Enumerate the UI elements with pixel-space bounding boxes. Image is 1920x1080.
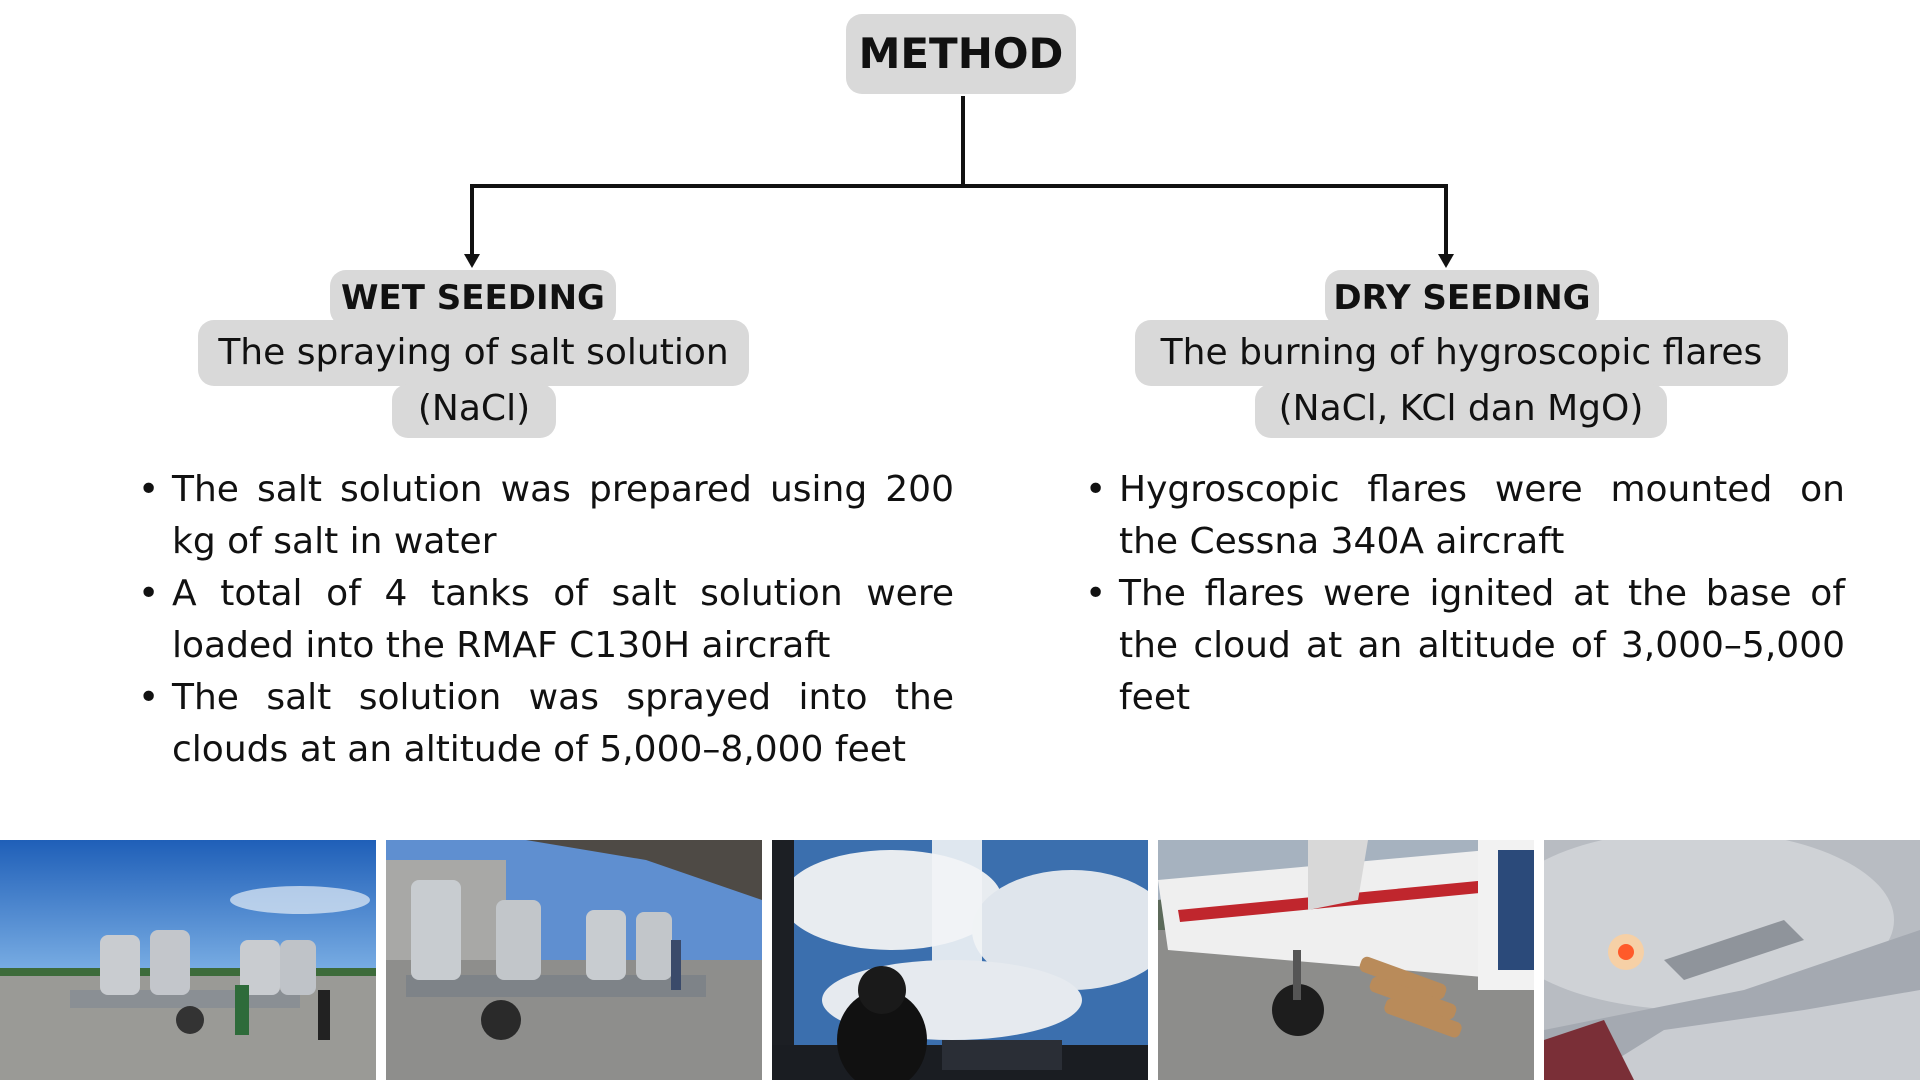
bullet-item: The salt solution was sprayed into the c… bbox=[138, 672, 954, 776]
wet-seeding-formula: (NaCl) bbox=[392, 384, 556, 438]
wet-seeding-heading: WET SEEDING bbox=[330, 270, 616, 326]
wet-seeding-description: The spraying of salt solution bbox=[198, 320, 749, 386]
arrow-dry bbox=[1438, 254, 1454, 268]
dry-seeding-formula: (NaCl, KCl dan MgO) bbox=[1255, 384, 1667, 438]
photo-strip bbox=[0, 840, 1920, 1080]
bullet-item: The flares were ignited at the base of t… bbox=[1085, 568, 1845, 724]
photo-cockpit-clouds bbox=[772, 840, 1148, 1080]
photo-tanks-under-aircraft bbox=[386, 840, 762, 1080]
bullet-item: A total of 4 tanks of salt solution were… bbox=[138, 568, 954, 672]
photo-flares-on-wing bbox=[1158, 840, 1534, 1080]
dry-seeding-heading: DRY SEEDING bbox=[1325, 270, 1599, 326]
bullet-item: The salt solution was prepared using 200… bbox=[138, 464, 954, 568]
photo-burning-flare bbox=[1544, 840, 1920, 1080]
bullet-item: Hygroscopic flares were mounted on the C… bbox=[1085, 464, 1845, 568]
dry-seeding-description: The burning of hygroscopic flares bbox=[1135, 320, 1788, 386]
wet-seeding-bullets: The salt solution was prepared using 200… bbox=[138, 464, 954, 776]
arrow-wet bbox=[464, 254, 480, 268]
method-title: METHOD bbox=[846, 14, 1076, 94]
tree-connector bbox=[464, 96, 1454, 268]
dry-seeding-bullets: Hygroscopic flares were mounted on the C… bbox=[1085, 464, 1845, 724]
photo-salt-tanks-on-trailer bbox=[0, 840, 376, 1080]
